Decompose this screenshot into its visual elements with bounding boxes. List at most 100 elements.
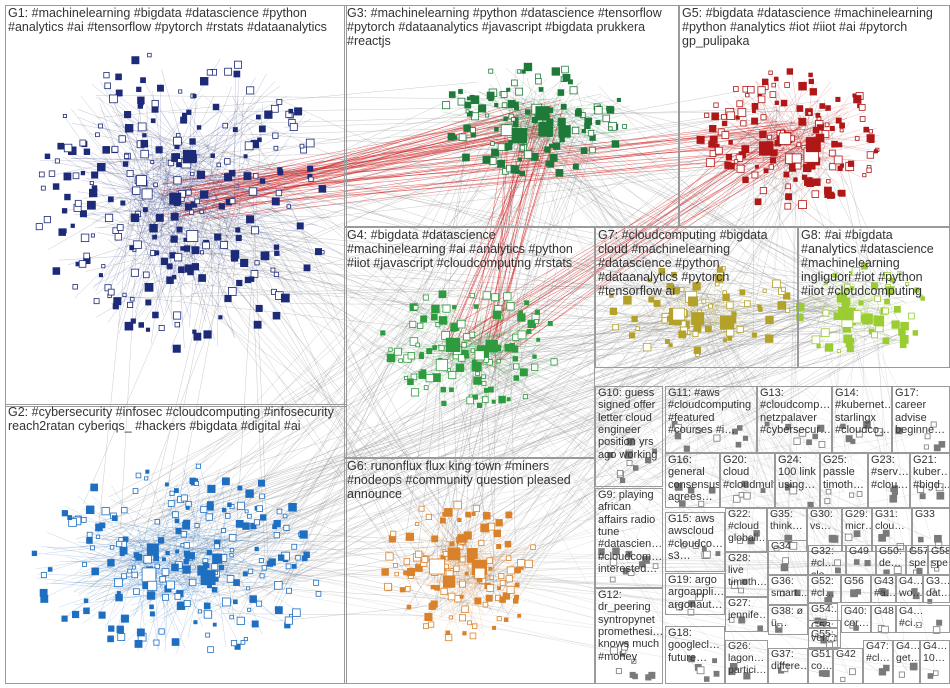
group-panel-g22: G22: #cloud globali… (725, 508, 767, 552)
group-panel-g23: G23: #serv… #clou… (868, 453, 910, 508)
group-label-g57: G57: spe… (909, 546, 925, 570)
group-label-g7: G7: #cloudcomputing #bigdata cloud #mach… (598, 228, 795, 298)
group-panel-g55: G55:… (808, 628, 838, 650)
group-label-g49: G49 (849, 546, 873, 558)
group-label-g3: G3: #machinelearning #python #datascienc… (347, 6, 676, 48)
group-label-g27: G27: jennife… (728, 598, 765, 622)
group-panel-g24: G24: 100 link using… (775, 453, 820, 508)
group-panel-g59: G4… get… (893, 640, 920, 684)
group-panel-g8: G8: #ai #bigdata #analytics #datascience… (798, 227, 950, 368)
group-label-g48: G48 (874, 606, 893, 618)
group-label-g19: G19: argo argoappli… argonaut… (668, 574, 722, 611)
group-label-g56: G56 (844, 576, 868, 588)
group-panel-g57: G57: spe… (906, 545, 928, 575)
group-panel-g36: G36: smart… (768, 575, 808, 605)
group-panel-g3: G3: #machinelearning #python #datascienc… (344, 5, 679, 227)
group-label-g33: G33 (915, 509, 947, 521)
group-label-g28: G28: live timoth… (728, 553, 765, 588)
group-panel-g54: G54:… (808, 603, 838, 628)
group-label-g44: G4… wo… (899, 576, 920, 600)
group-label-g12: G12: dr_peering syntropynet promethesi… … (598, 589, 660, 663)
group-panel-g12: G12: dr_peering syntropynet promethesi… … (595, 588, 663, 684)
group-panel-g60: G4… 10… (920, 640, 950, 684)
group-label-g17: G17: career advise beginne… (895, 387, 947, 436)
group-panel-g5: G5: #bigdata #datascience #machinelearni… (679, 5, 950, 227)
group-panel-g35: G35: think… (767, 508, 807, 552)
group-panel-g28: G28: live timoth… (725, 552, 768, 597)
group-label-g5: G5: #bigdata #datascience #machinelearni… (682, 6, 947, 48)
group-label-g22: G22: #cloud globali… (728, 509, 764, 544)
group-panel-g19: G19: argo argoappli… argonaut… (665, 573, 725, 615)
group-panel-g49: G49 (846, 545, 876, 575)
group-label-g16: G16: general consensus agrees… (668, 454, 717, 503)
group-label-g50: G50: de… (879, 546, 903, 570)
group-panel-g48: G48 (871, 605, 896, 633)
group-label-g38: G38: ø ü… (771, 606, 805, 630)
group-panel-g7: G7: #cloudcomputing #bigdata cloud #mach… (595, 227, 798, 368)
group-label-g46: G4… #ci… (899, 606, 947, 630)
group-panel-g2: G2: #cybersecurity #infosec #cloudcomput… (5, 404, 347, 684)
group-label-g10: G10: guess signed offer letter cloud eng… (598, 387, 660, 461)
group-panel-g37: G37: differe… (768, 648, 808, 684)
group-label-g24: G24: 100 link using… (778, 454, 817, 491)
group-label-g15: G15: aws awscloud #cloudco… s3… (668, 513, 722, 562)
group-label-g1: G1: #machinelearning #bigdata #datascien… (8, 6, 344, 34)
group-label-g31: G31: clou… (875, 509, 909, 533)
group-panel-g56: G56 (841, 575, 871, 603)
group-panel-g11: G11: #aws #cloudcomputing #featured #cou… (665, 386, 757, 453)
group-panel-g40: G40: cor… (841, 605, 871, 633)
group-panel-g58: G58: spe… (928, 545, 950, 575)
group-panel-g46: G4… #ci… (896, 605, 950, 633)
group-panel-g32: G32: #cl… clo… (808, 545, 846, 575)
group-panel-g16: G16: general consensus agrees… (665, 453, 720, 508)
group-label-g36: G36: smart… (771, 576, 805, 600)
group-panel-g50: G50: de… (876, 545, 906, 575)
group-label-g6: G6: runonflux flux king town #miners #no… (347, 459, 592, 501)
group-panel-g15: G15: aws awscloud #cloudco… s3… (665, 512, 725, 572)
group-label-g40: G40: cor… (844, 606, 868, 630)
group-panel-g20: G20: cloud #cloudmulti… (720, 453, 775, 508)
group-label-g26: G26: lagon… partici… (728, 641, 765, 676)
group-panel-g43: G43: #a… (871, 575, 896, 603)
group-panel-g25: G25: passle timoth… (820, 453, 868, 508)
group-panel-g6: G6: runonflux flux king town #miners #no… (344, 458, 595, 684)
group-label-g51: G51: co… (811, 649, 830, 673)
group-panel-g13: G13: #cloudcomp… netzpalaver #cybersecur… (757, 386, 832, 453)
group-label-g9: G9: playing african affairs radio tune #… (598, 489, 660, 575)
group-label-g60: G4… 10… (923, 641, 947, 665)
group-panel-g52: G52: #cl… (808, 575, 841, 603)
group-panel-g47: G47: #cl… (863, 640, 893, 684)
group-label-g8: G8: #ai #bigdata #analytics #datascience… (801, 228, 947, 298)
group-panel-g9: G9: playing african affairs radio tune #… (595, 488, 663, 588)
group-label-g29: G29: micr… (845, 509, 869, 533)
group-panel-g10: G10: guess signed offer letter cloud eng… (595, 386, 663, 487)
group-label-g2: G2: #cybersecurity #infosec #cloudcomput… (8, 405, 344, 433)
group-label-g42: G42 (836, 649, 860, 661)
group-label-g55: G55:… (811, 629, 835, 641)
group-label-g45: G3… dat… (926, 576, 947, 600)
group-label-g14: G14: #kubernet… starlingx #cloudco… (835, 387, 889, 436)
group-panel-g4: G4: #bigdata #datascience #machinelearni… (344, 227, 595, 458)
group-panel-g18: G18: googlecl… future… (665, 626, 725, 684)
group-panel-g42: G42 (833, 648, 863, 684)
group-panel-g26: G26: lagon… partici… (725, 640, 768, 684)
group-label-g43: G43: #a… (874, 576, 893, 600)
group-label-g20: G20: cloud #cloudmulti… (723, 454, 772, 491)
group-panel-g21: G21: kuber… #bigd… (910, 453, 950, 508)
group-panel-g44: G4… wo… (896, 575, 923, 603)
group-label-g11: G11: #aws #cloudcomputing #featured #cou… (668, 387, 754, 436)
group-label-g21: G21: kuber… #bigd… (913, 454, 947, 491)
group-panel-g45: G3… dat… (923, 575, 950, 603)
group-label-g32: G32: #cl… clo… (811, 546, 843, 575)
group-panel-g1: G1: #machinelearning #bigdata #datascien… (5, 5, 347, 407)
group-label-g59: G4… get… (896, 641, 917, 665)
group-label-g13: G13: #cloudcomp… netzpalaver #cybersecur… (760, 387, 829, 436)
group-label-g52: G52: #cl… (811, 576, 838, 600)
group-panel-g17: G17: career advise beginne… (892, 386, 950, 453)
group-label-g37: G37: differe… (771, 649, 805, 673)
group-panel-g51: G51: co… (808, 648, 833, 684)
group-label-g18: G18: googlecl… future… (668, 627, 722, 664)
group-panel-g38: G38: ø ü… (768, 605, 808, 635)
group-panel-g27: G27: jennife… (725, 597, 768, 632)
